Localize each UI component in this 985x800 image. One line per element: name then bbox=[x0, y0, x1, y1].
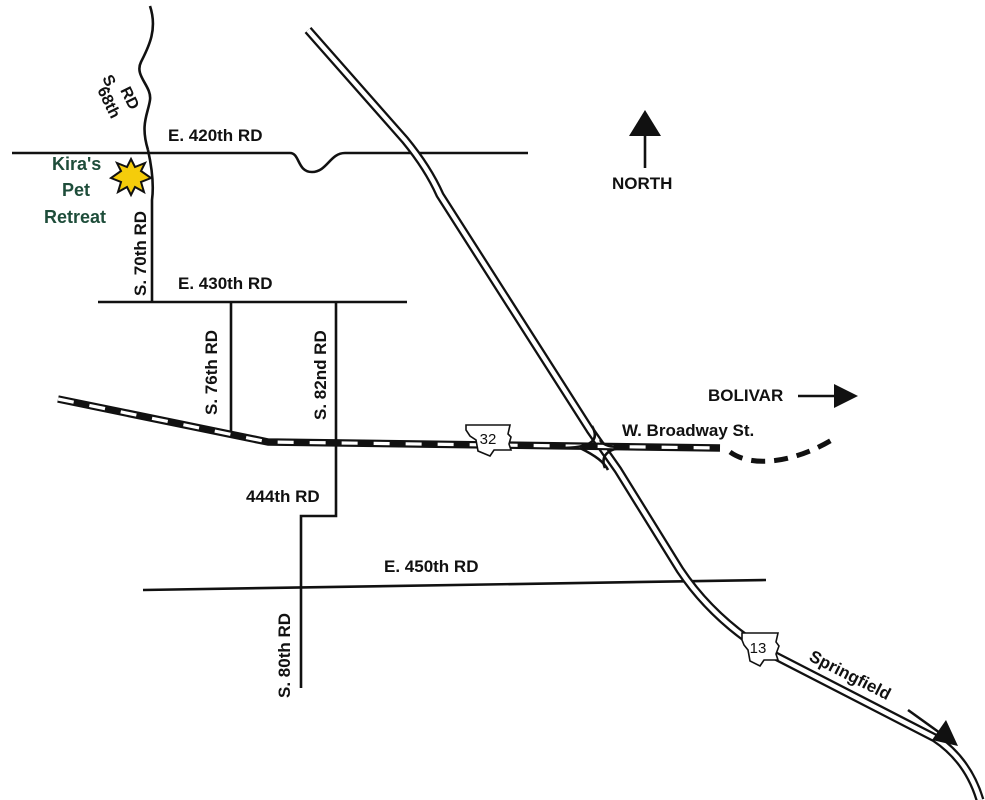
north-label: NORTH bbox=[612, 174, 672, 193]
place-label: Kira's Pet Retreat bbox=[44, 154, 106, 227]
road-label-s70th: S. 70th RD bbox=[131, 211, 150, 296]
place-name-line2: Pet bbox=[62, 180, 90, 200]
road-s70th bbox=[146, 149, 155, 302]
place-name-line1: Kira's bbox=[52, 154, 101, 174]
road-dashed-continuation bbox=[728, 435, 837, 464]
road-label-444th: 444th RD bbox=[246, 487, 320, 506]
road-label-s82nd: S. 82nd RD bbox=[311, 330, 330, 420]
interchange-ramp bbox=[598, 439, 626, 449]
route-32 bbox=[57, 395, 721, 452]
road-label-s68-line1: S. bbox=[98, 72, 120, 93]
route-32-label: 32 bbox=[480, 431, 497, 448]
road-s82nd bbox=[299, 302, 338, 688]
north-arrow-icon bbox=[629, 110, 661, 168]
destination-bolivar: BOLIVAR bbox=[708, 386, 783, 405]
route-13-shield: 13 bbox=[741, 632, 780, 668]
road-label-broadway: W. Broadway St. bbox=[622, 421, 754, 440]
road-label-s76th: S. 76th RD bbox=[202, 330, 221, 415]
road-label-e450th: E. 450th RD bbox=[384, 557, 478, 576]
star-icon bbox=[108, 156, 154, 198]
arrow-right-icon bbox=[798, 384, 858, 408]
road-e420th bbox=[12, 151, 528, 174]
road-label-e420th: E. 420th RD bbox=[168, 126, 262, 145]
road-label-s80th: S. 80th RD bbox=[275, 613, 294, 698]
road-s68th bbox=[138, 5, 155, 151]
road-e450th bbox=[142, 578, 767, 592]
interchange-ramp bbox=[559, 425, 597, 450]
route-13-label: 13 bbox=[750, 640, 767, 657]
highway-13 bbox=[304, 27, 985, 800]
road-label-e430th: E. 430th RD bbox=[178, 274, 272, 293]
route-32-shield: 32 bbox=[465, 424, 513, 457]
arrow-right-icon bbox=[907, 708, 958, 746]
interchange-ramp bbox=[579, 446, 610, 471]
place-name-line3: Retreat bbox=[44, 207, 106, 227]
